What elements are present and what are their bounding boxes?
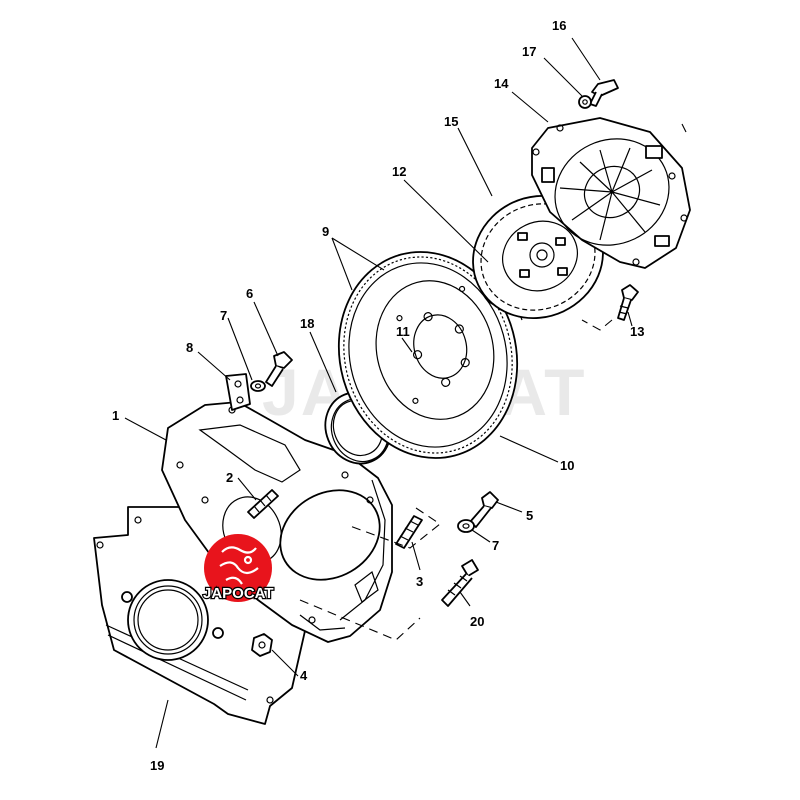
flywheel-housing-part-1 — [161, 401, 393, 643]
stud-part-3 — [395, 515, 423, 549]
callout-6: 6 — [246, 286, 253, 301]
callout-20: 20 — [470, 614, 484, 629]
leader-lines — [124, 37, 687, 749]
callout-7-upper: 7 — [220, 308, 227, 323]
bolt-part-20 — [441, 559, 479, 607]
callout-2: 2 — [226, 470, 233, 485]
clutch-cover-part-14 — [531, 117, 691, 269]
logo-text: JAPOCAT — [203, 585, 274, 602]
callout-17: 17 — [522, 44, 536, 59]
callout-16: 16 — [552, 18, 566, 33]
callout-15: 15 — [444, 114, 458, 129]
washer-part-17 — [578, 95, 592, 109]
callout-11: 11 — [396, 324, 410, 339]
callout-7-lower: 7 — [492, 538, 499, 553]
bolt-part-6 — [265, 351, 293, 387]
callout-12: 12 — [392, 164, 406, 179]
stud-part-2 — [247, 489, 279, 519]
callout-8: 8 — [186, 340, 193, 355]
bolt-part-16 — [589, 79, 619, 107]
assembly-line-2 — [299, 599, 421, 641]
nut-part-4 — [251, 633, 273, 657]
callout-13: 13 — [630, 324, 644, 339]
washer-part-7-lower — [457, 519, 475, 533]
callout-4: 4 — [300, 668, 308, 683]
callout-14: 14 — [494, 76, 509, 91]
japocat-logo: JAPOCAT — [202, 534, 275, 603]
washer-part-7-upper — [250, 380, 266, 392]
bracket-part-8 — [225, 373, 251, 411]
bolt-part-5 — [469, 491, 499, 528]
callouts: 1 2 3 4 5 6 7 7 8 9 10 11 12 13 14 15 16… — [112, 18, 644, 773]
callout-1: 1 — [112, 408, 119, 423]
logo-emblem-icon — [219, 546, 259, 585]
callout-9: 9 — [322, 224, 329, 239]
bolt-part-13 — [617, 284, 639, 321]
assembly-line-1 — [349, 507, 441, 549]
assembly-line-3 — [581, 319, 613, 331]
callout-5: 5 — [526, 508, 533, 523]
callout-18: 18 — [300, 316, 314, 331]
callout-3: 3 — [416, 574, 423, 589]
callout-19: 19 — [150, 758, 164, 773]
callout-10: 10 — [560, 458, 574, 473]
